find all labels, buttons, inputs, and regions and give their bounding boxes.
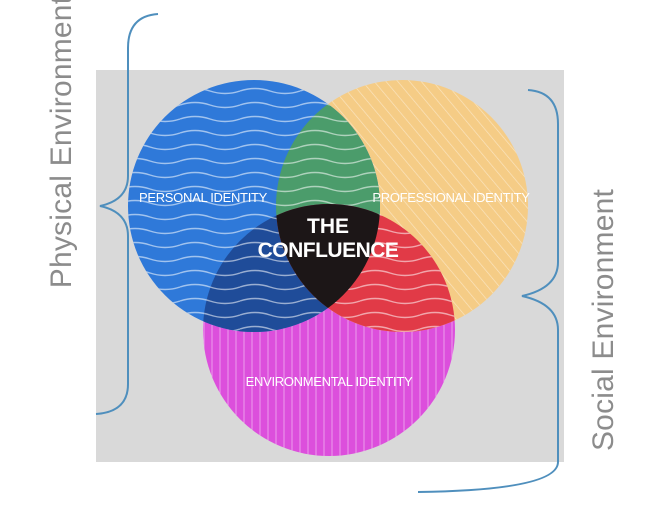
center-title-line2: CONFLUENCE xyxy=(258,239,399,262)
center-title-line1: THE xyxy=(307,215,349,238)
physical-environment-label: Physical Environment xyxy=(45,0,78,289)
bracket-social-environment xyxy=(417,89,559,493)
label-professional-identity: PROFESSIONAL IDENTITY xyxy=(372,190,530,205)
bracket-physical-environment xyxy=(95,13,159,415)
label-personal-identity: PERSONAL IDENTITY xyxy=(139,190,268,205)
social-environment-label: Social Environment xyxy=(587,188,620,452)
label-environmental-identity: ENVIRONMENTAL IDENTITY xyxy=(246,374,413,389)
